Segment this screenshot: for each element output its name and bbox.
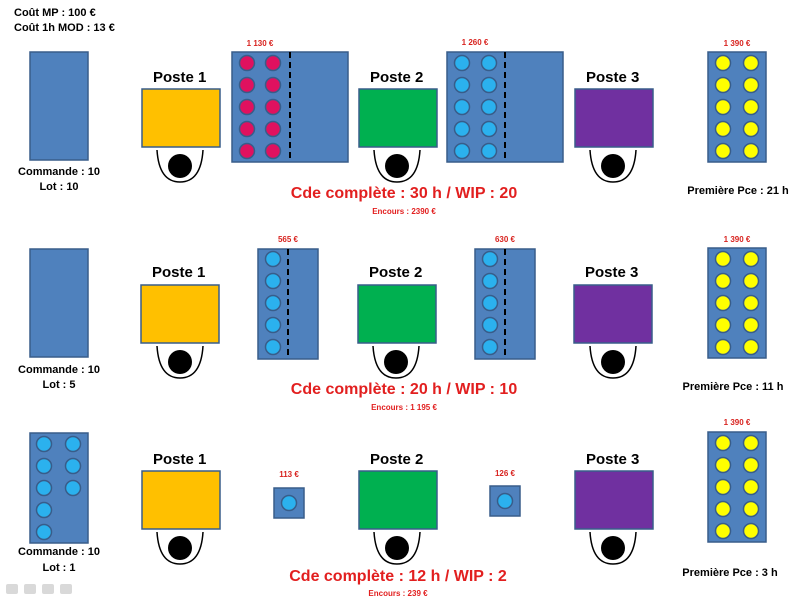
operator-arc-9 — [589, 531, 637, 565]
encours-1: Encours : 2390 € — [372, 207, 436, 216]
result-3: Cde complète : 12 h / WIP : 2 — [289, 568, 507, 585]
poste1-box-2 — [140, 284, 220, 344]
poste3-box-2 — [573, 284, 653, 344]
poste1-title: Poste 1 — [153, 451, 207, 468]
price-wip-2b: 630 € — [494, 235, 516, 244]
encours-2: Encours : 1 195 € — [371, 403, 437, 412]
operator-arc-7 — [156, 531, 204, 565]
price-wip-1b: 1 260 € — [461, 38, 489, 47]
slideshow-nav[interactable] — [6, 584, 72, 594]
result-1: Cde complète : 30 h / WIP : 20 — [290, 185, 518, 202]
finished-pieces-2 — [714, 250, 760, 356]
price-finished-1: 1 390 € — [723, 39, 751, 48]
wip-piece-3a — [280, 494, 298, 512]
lot-label-2: Lot : 5 — [42, 379, 76, 391]
operator-3 — [601, 154, 625, 178]
premiere-1: Première Pce : 21 h — [687, 185, 789, 197]
operator-arc-6 — [589, 345, 637, 379]
price-wip-3a: 113 € — [279, 470, 299, 479]
operator-1 — [168, 154, 192, 178]
poste2-title: Poste 2 — [370, 451, 424, 468]
price-wip-3b: 126 € — [494, 469, 516, 478]
operator-2 — [385, 154, 409, 178]
pen-icon[interactable] — [24, 584, 36, 594]
prev-slide-icon[interactable] — [6, 584, 18, 594]
operator-arc-3 — [589, 149, 637, 183]
operator-8 — [385, 536, 409, 560]
raw-batch-2 — [29, 248, 89, 358]
poste1-title: Poste 1 — [152, 264, 206, 281]
wip-pieces-1a — [238, 54, 282, 160]
price-wip-2a: 565 € — [277, 235, 299, 244]
next-slide-icon[interactable] — [60, 584, 72, 594]
raw-pieces-3 — [35, 435, 82, 541]
poste1-title: Poste 1 — [153, 69, 207, 86]
premiere-3: Première Pce : 3 h — [682, 567, 778, 579]
finished-pieces-3 — [714, 434, 760, 540]
poste1-box-1 — [141, 88, 221, 148]
poste3-box-3 — [574, 470, 654, 530]
finished-pieces-1 — [714, 54, 760, 160]
menu-icon[interactable] — [42, 584, 54, 594]
operator-7 — [168, 536, 192, 560]
poste2-title: Poste 2 — [369, 264, 423, 281]
poste2-box-3 — [358, 470, 438, 530]
poste3-title: Poste 3 — [586, 451, 640, 468]
price-finished-3: 1 390 € — [723, 418, 751, 427]
operator-arc-4 — [156, 345, 204, 379]
cout-mp-label: Coût MP : 100 € — [14, 7, 96, 19]
lot-label-1: Lot : 10 — [39, 181, 79, 193]
encours-3: Encours : 239 € — [368, 589, 428, 598]
cout-mod-label: Coût 1h MOD : 13 € — [14, 22, 115, 34]
lot-label-3: Lot : 1 — [42, 562, 76, 574]
poste2-box-1 — [358, 88, 438, 148]
premiere-2: Première Pce : 11 h — [682, 381, 784, 393]
wip-pieces-2a — [264, 250, 282, 356]
wip-pieces-2b — [481, 250, 499, 356]
wip-pieces-1b — [453, 54, 498, 160]
operator-arc-1 — [156, 149, 204, 183]
commande-label-2: Commande : 10 — [18, 364, 100, 376]
poste2-title: Poste 2 — [370, 69, 424, 86]
poste1-box-3 — [141, 470, 221, 530]
poste3-title: Poste 3 — [585, 264, 639, 281]
operator-arc-5 — [372, 345, 420, 379]
poste3-title: Poste 3 — [586, 69, 640, 86]
operator-arc-8 — [373, 531, 421, 565]
poste2-box-2 — [357, 284, 437, 344]
operator-6 — [601, 350, 625, 374]
price-wip-1a: 1 130 € — [246, 39, 274, 48]
commande-label-3: Commande : 10 — [18, 546, 100, 558]
operator-arc-2 — [373, 149, 421, 183]
price-finished-2: 1 390 € — [723, 235, 751, 244]
poste3-box-1 — [574, 88, 654, 148]
operator-4 — [168, 350, 192, 374]
result-2: Cde complète : 20 h / WIP : 10 — [290, 381, 518, 398]
commande-label-1: Commande : 10 — [18, 166, 100, 178]
operator-5 — [384, 350, 408, 374]
raw-batch-1 — [29, 51, 89, 161]
wip-piece-3b — [496, 492, 514, 510]
operator-9 — [601, 536, 625, 560]
